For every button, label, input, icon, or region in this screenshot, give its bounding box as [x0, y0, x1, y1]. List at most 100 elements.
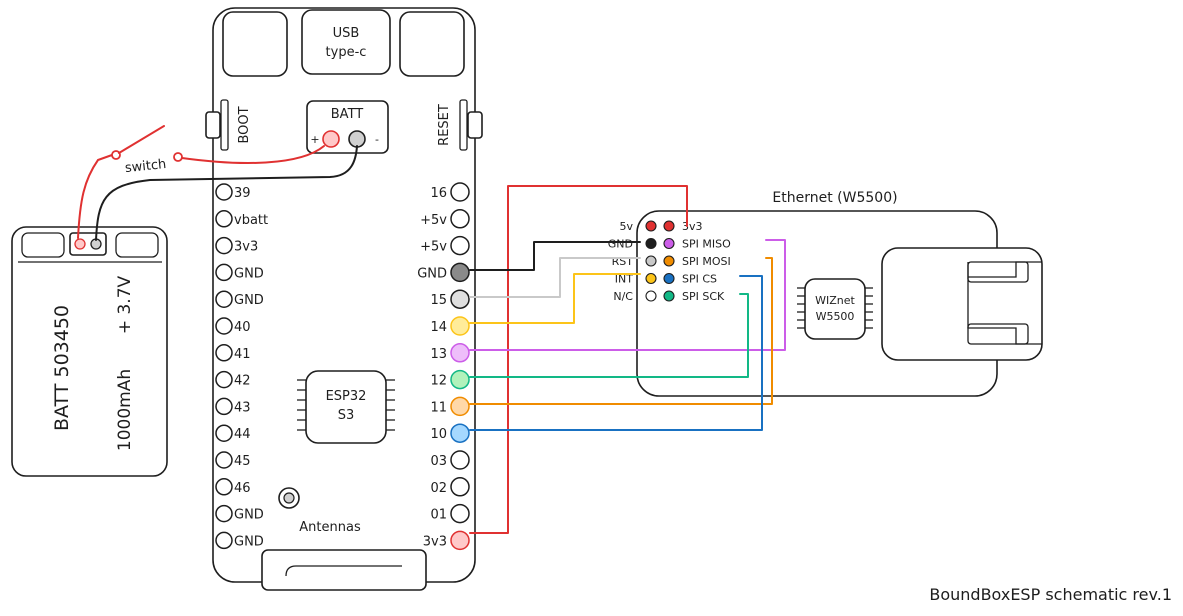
- left-pin-label: 39: [234, 186, 251, 201]
- esp32-chip-pins: [297, 379, 395, 431]
- bottom-connector: [261, 549, 427, 591]
- left-pin-pad: [215, 210, 233, 228]
- left-pin-pad: [215, 370, 233, 389]
- eth-left-pin: [645, 220, 657, 232]
- right-pin-pad: [450, 450, 470, 470]
- esp32-chip-label-line1: ESP32: [326, 389, 367, 404]
- left-pin-label: 40: [234, 320, 251, 335]
- left-pin-pad: [215, 397, 233, 416]
- right-pin-label: 15: [430, 293, 447, 308]
- top-left-connector: [222, 11, 288, 77]
- eth-right-pin: [663, 290, 675, 302]
- right-pin-pad: [450, 343, 470, 363]
- left-pin-label: 43: [234, 400, 251, 415]
- left-pin-pad: [215, 236, 233, 255]
- left-pin-pad: [215, 451, 233, 469]
- rj45-tab-bottom: [967, 323, 1029, 345]
- right-pin-pad: [450, 396, 470, 417]
- w5500-chip: [804, 278, 866, 340]
- esp32-chip: [305, 370, 387, 444]
- reset-button: [467, 111, 483, 139]
- left-pin-pad: [215, 504, 233, 523]
- wire-gnd: [469, 241, 641, 271]
- boot-button-body: [220, 99, 229, 151]
- right-pin-label: 13: [430, 347, 447, 362]
- left-pin-label: GND: [234, 266, 264, 281]
- right-pin-label: 14: [430, 320, 447, 335]
- right-pin-label: +5v: [420, 213, 447, 228]
- batt-connector-label: BATT: [331, 107, 364, 122]
- eth-left-pin: [645, 255, 657, 267]
- battery-tab-right: [115, 232, 159, 258]
- ethernet-module: Ethernet (W5500) WIZnet W5500 5vGNDRSTIN…: [608, 190, 1043, 397]
- left-pin-pad: [215, 183, 233, 201]
- right-pin-pad: [450, 530, 470, 551]
- eth-left-pin-label: GND: [608, 238, 633, 251]
- battery-black-wire: [95, 145, 358, 241]
- right-pin-label: 01: [430, 508, 447, 523]
- wire-3v3: [469, 185, 688, 534]
- left-pin-label: GND: [234, 508, 264, 523]
- right-pin-label: +5v: [420, 240, 447, 255]
- left-pin-pad: [215, 344, 233, 362]
- left-pin-label: GND: [234, 534, 264, 549]
- switch-contact-right: [173, 152, 183, 162]
- antenna-connector-core: [283, 492, 295, 504]
- switch-lever: [118, 125, 165, 154]
- battery-red-wire: [181, 145, 325, 164]
- left-pin-pad: [215, 263, 233, 282]
- eth-right-pin-label: SPI MISO: [682, 238, 731, 251]
- wire-spi-miso: [469, 239, 786, 351]
- eth-right-pin: [663, 237, 675, 250]
- w5500-chip-pins: [797, 287, 873, 329]
- right-pin-pad: [450, 369, 470, 390]
- eth-left-pin-label: 5v: [619, 220, 633, 233]
- left-pin-label: 42: [234, 374, 251, 389]
- schematic-footer: BoundBoxESP schematic rev.1: [929, 585, 1172, 604]
- usb-label-line2: type-c: [326, 45, 367, 60]
- right-pin-pad: [450, 477, 470, 497]
- batt-minus-label: -: [375, 133, 379, 146]
- switch-label: switch: [124, 157, 167, 176]
- eth-left-pin: [645, 290, 657, 302]
- eth-left-pin: [645, 237, 657, 250]
- eth-left-pin-label: N/C: [613, 290, 633, 303]
- left-pin-pad: [215, 531, 233, 550]
- connection-wires: [469, 185, 786, 534]
- right-pin-label: 10: [430, 427, 447, 442]
- eth-right-pin: [663, 272, 675, 285]
- eth-right-pin-label: SPI SCK: [682, 290, 725, 303]
- right-pin-pad: [450, 289, 470, 309]
- battery-red-wire-lead: [77, 154, 113, 239]
- eth-right-pin-label: SPI CS: [682, 273, 717, 286]
- right-pin-pad: [450, 182, 470, 202]
- eth-right-pin-label: SPI MOSI: [682, 255, 731, 268]
- usb-label-line1: USB: [333, 26, 360, 41]
- boot-label: BOOT: [237, 106, 252, 143]
- right-pin-label: GND: [417, 266, 447, 281]
- left-pin-label: 44: [234, 427, 251, 442]
- wire-int: [469, 273, 641, 324]
- battery-pack: BATT 503450 1000mAh + 3.7V: [11, 226, 168, 477]
- left-pin-label: GND: [234, 293, 264, 308]
- reset-button-body: [459, 99, 468, 151]
- left-pin-label: 45: [234, 454, 251, 469]
- usb-c-connector: [301, 9, 391, 75]
- right-pin-label: 3v3: [423, 534, 447, 549]
- battery-voltage: + 3.7V: [115, 275, 135, 334]
- battery-plus-pad: [74, 238, 86, 250]
- right-pin-pad: [450, 503, 470, 524]
- esp32-chip-label-line2: S3: [338, 408, 355, 423]
- left-pin-pad: [215, 290, 233, 308]
- right-pin-pad: [450, 209, 470, 229]
- right-pin-label: 16: [430, 186, 447, 201]
- left-pin-label: 46: [234, 481, 251, 496]
- top-right-connector: [399, 11, 465, 77]
- left-pin-pad: [215, 424, 233, 442]
- right-pin-pad: [450, 262, 470, 283]
- eth-left-pin-label: INT: [615, 273, 633, 286]
- ethernet-title: Ethernet (W5500): [772, 190, 897, 206]
- battery-tab-left: [21, 232, 65, 258]
